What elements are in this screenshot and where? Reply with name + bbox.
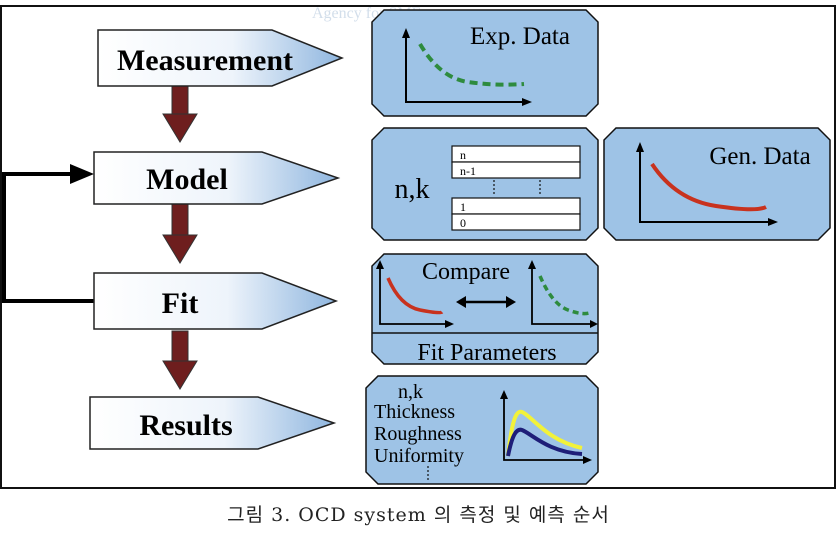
panel-exp-data: Exp. Data bbox=[371, 9, 599, 117]
step-label: Results bbox=[139, 409, 232, 442]
result-line: n,k bbox=[398, 381, 423, 403]
gen-data-curve bbox=[386, 277, 444, 315]
step-label: Measurement bbox=[117, 44, 293, 77]
step-model: Model bbox=[93, 151, 341, 205]
layer-label: n-1 bbox=[460, 164, 476, 178]
feedback-loop-line bbox=[2, 172, 94, 303]
axes-icon bbox=[379, 266, 448, 325]
step-results: Results bbox=[89, 396, 337, 450]
exp-data-curve bbox=[538, 275, 593, 316]
fit-parameters-label: Fit Parameters bbox=[417, 340, 556, 366]
axes-icon bbox=[639, 148, 772, 223]
step-measurement: Measurement bbox=[97, 29, 345, 87]
down-arrow bbox=[162, 330, 198, 390]
layer-label: 0 bbox=[460, 216, 466, 230]
panel-compare: Compare Fit Parameters bbox=[371, 253, 599, 366]
panel-title: Exp. Data bbox=[470, 23, 570, 50]
panel-results: n,k Thickness Roughness Uniformity bbox=[365, 375, 599, 485]
result-line: Roughness bbox=[374, 423, 462, 445]
step-label: Fit bbox=[162, 287, 199, 320]
result-yellow-curve bbox=[506, 409, 583, 457]
layer-box bbox=[451, 145, 581, 163]
result-navy-curve bbox=[506, 427, 583, 457]
step-fit: Fit bbox=[93, 272, 339, 330]
axes-icon bbox=[405, 34, 526, 103]
gen-data-curve bbox=[650, 162, 767, 212]
axes-icon bbox=[531, 266, 594, 325]
panel-title: Gen. Data bbox=[709, 143, 810, 170]
panel-gen-data: Gen. Data bbox=[603, 127, 831, 241]
layer-label: n bbox=[460, 148, 466, 162]
exp-data-curve bbox=[418, 42, 525, 87]
layer-box bbox=[451, 161, 581, 179]
layer-label: 1 bbox=[460, 200, 466, 214]
figure-caption: 그림 3. OCD system 의 측정 및 예측 순서 bbox=[227, 504, 610, 526]
model-nk-label: n,k bbox=[395, 174, 430, 205]
result-line: Uniformity bbox=[374, 445, 464, 467]
down-arrow bbox=[162, 202, 198, 264]
feedback-arrowhead bbox=[70, 164, 94, 184]
down-arrow bbox=[162, 85, 198, 143]
layer-box bbox=[451, 213, 581, 231]
layer-box bbox=[451, 197, 581, 215]
compare-title: Compare bbox=[422, 259, 510, 285]
panel-model: n,k n n-1 1 0 bbox=[371, 127, 599, 241]
axes-icon bbox=[503, 396, 586, 461]
step-label: Model bbox=[146, 163, 228, 196]
result-line: Thickness bbox=[374, 401, 455, 423]
